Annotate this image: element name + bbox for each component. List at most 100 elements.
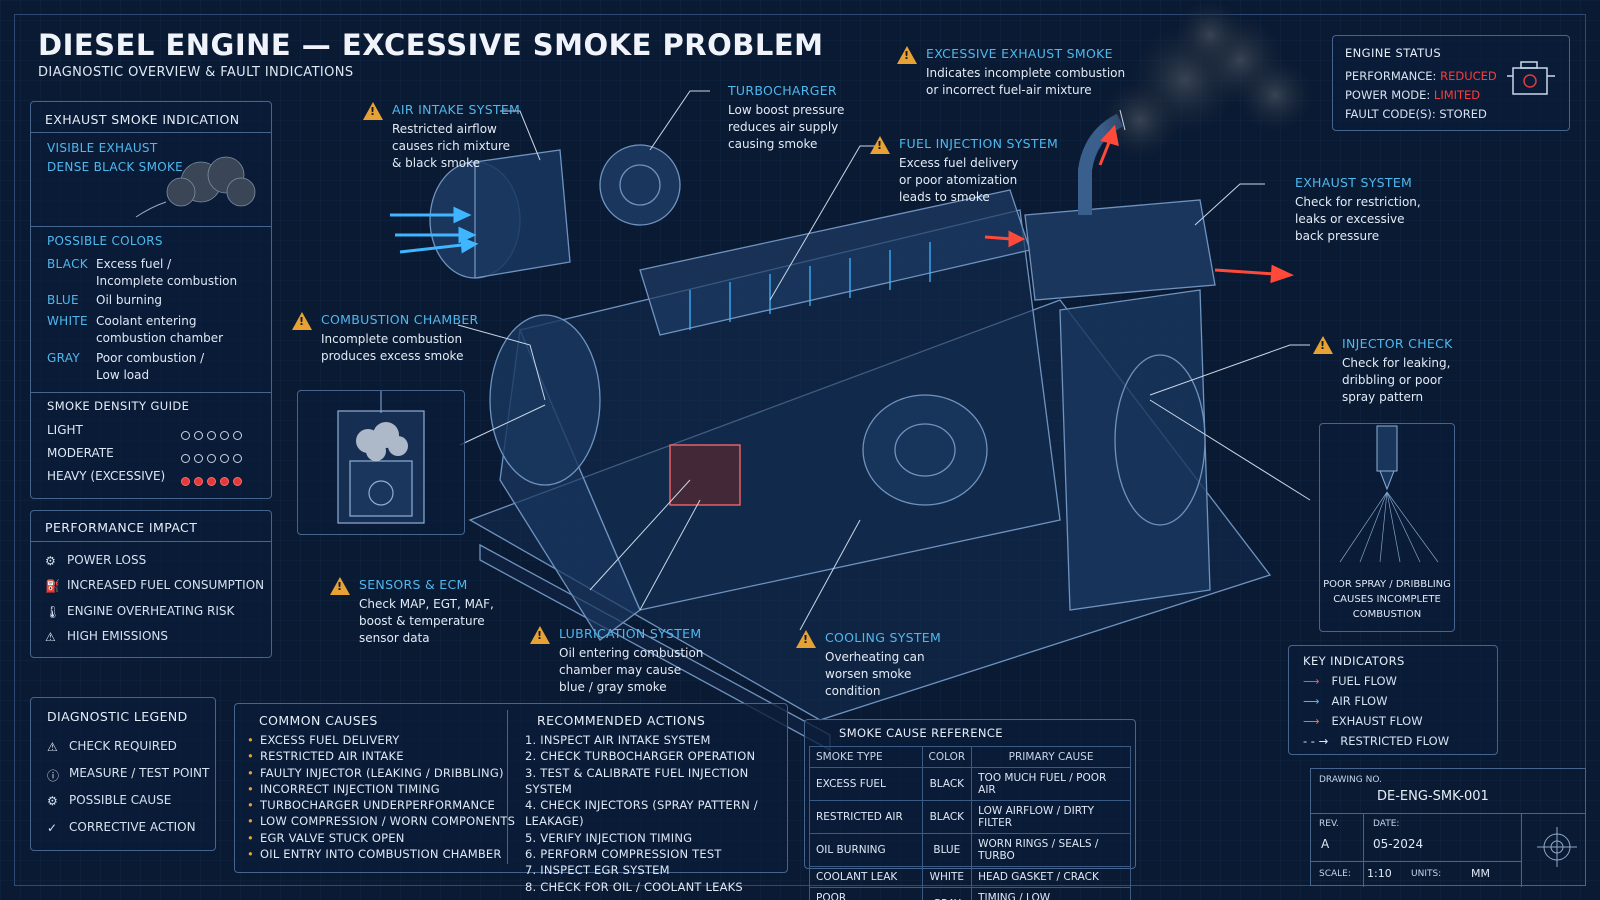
reference-title: SMOKE CAUSE REFERENCE xyxy=(839,726,1003,740)
callout-title: COMBUSTION CHAMBER xyxy=(321,312,479,327)
units-label: UNITS: xyxy=(1411,869,1442,879)
legend-label: CORRECTIVE ACTION xyxy=(69,820,196,834)
callout-line: Check for leaking, xyxy=(1342,356,1451,370)
warning-icon xyxy=(363,102,383,120)
radiator xyxy=(1059,289,1211,611)
callout-line: Restricted airflow xyxy=(392,122,497,136)
action-item: 6. PERFORM COMPRESSION TEST xyxy=(525,847,722,862)
callout-exhaust-smoke: EXCESSIVE EXHAUST SMOKE Indicates incomp… xyxy=(897,46,1125,99)
reference-table: SMOKE TYPE COLOR PRIMARY CAUSE EXCESS FU… xyxy=(809,746,1131,900)
callout-title: AIR INTAKE SYSTEM xyxy=(392,102,521,117)
table-cell: TIMING / LOW COMPRESSION xyxy=(971,887,1131,900)
color-desc-line: Low load xyxy=(96,368,150,382)
action-item: 3. TEST & CALIBRATE FUEL INJECTION SYSTE… xyxy=(525,765,749,796)
spray-caption: POOR SPRAY / DRIBBLING CAUSES INCOMPLETE… xyxy=(1320,577,1454,622)
action-item: 1. INSPECT AIR INTAKE SYSTEM xyxy=(525,733,711,747)
muffler xyxy=(1024,199,1216,301)
ecm-module xyxy=(669,444,741,506)
callout-lubrication: LUBRICATION SYSTEM Oil entering combusti… xyxy=(530,626,703,696)
engine-status-title: ENGINE STATUS xyxy=(1345,46,1442,60)
cause-item: •INCORRECT INJECTION TIMING xyxy=(247,781,440,796)
cause-text: INCORRECT INJECTION TIMING xyxy=(259,781,440,796)
status-value-limited: LIMITED xyxy=(1433,88,1481,102)
engine-status-panel: ENGINE STATUS PERFORMANCE: REDUCED POWER… xyxy=(1332,35,1570,131)
caption-line: COMBUSTION xyxy=(1352,609,1422,620)
table-cell: BLACK xyxy=(921,767,973,801)
cause-item: •RESTRICTED AIR INTAKE xyxy=(247,749,404,764)
callout-line: produces excess smoke xyxy=(321,349,464,363)
cause-item: •EXCESS FUEL DELIVERY xyxy=(247,733,400,747)
rev-label: REV. xyxy=(1319,819,1339,829)
recommended-actions-title: RECOMMENDED ACTIONS xyxy=(537,713,706,728)
column-header: COLOR xyxy=(921,746,973,768)
alternator xyxy=(862,394,988,506)
drawing-frame xyxy=(14,14,1586,886)
callout-title: LUBRICATION SYSTEM xyxy=(559,626,702,641)
warning-icon xyxy=(292,312,312,330)
radiator-fan xyxy=(1114,354,1206,526)
callout-line: & black smoke xyxy=(392,156,481,170)
indicator-label: EXHAUST FLOW xyxy=(1331,714,1423,728)
injector-spray-box: POOR SPRAY / DRIBBLING CAUSES INCOMPLETE… xyxy=(1319,423,1455,632)
engine-warning-icon xyxy=(1507,61,1555,95)
cause-text: FAULTY INJECTOR (LEAKING / DRIBBLING) xyxy=(259,765,504,780)
drawing-no-value: DE-ENG-SMK-001 xyxy=(1377,789,1489,804)
indicator-label: AIR FLOW xyxy=(1331,694,1388,708)
density-light-label: LIGHT xyxy=(47,423,83,437)
action-item: 8. CHECK FOR OIL / COOLANT LEAKS xyxy=(525,879,743,894)
table-cell: RESTRICTED AIR xyxy=(809,800,923,834)
common-causes-title: COMMON CAUSES xyxy=(259,713,378,728)
density-guide-heading: SMOKE DENSITY GUIDE xyxy=(47,399,190,413)
callout-line: Incomplete combustion xyxy=(321,332,463,346)
color-desc-line: combustion chamber xyxy=(96,331,224,345)
color-desc-white: Coolant entering combustion chamber xyxy=(96,313,223,347)
table-cell: HEAD GASKET / CRACK xyxy=(971,866,1131,888)
table-cell: COOLANT LEAK xyxy=(809,866,923,888)
density-moderate-label: MODERATE xyxy=(47,446,114,460)
color-name-gray: GRAY xyxy=(47,351,80,365)
caption-line: CAUSES INCOMPLETE xyxy=(1333,594,1441,605)
callout-line: Oil entering combustion xyxy=(559,646,704,660)
cause-text: EXCESS FUEL DELIVERY xyxy=(259,733,400,747)
callout-title: EXCESSIVE EXHAUST SMOKE xyxy=(926,46,1113,61)
column-header: SMOKE TYPE xyxy=(809,746,923,768)
table-cell: WORN RINGS / SEALS / TURBO xyxy=(971,833,1131,867)
exhaust-flow-arrow-icon: ⟶ xyxy=(1303,714,1320,728)
exhaust-flow-arrows xyxy=(984,124,1295,284)
panel-title: PERFORMANCE IMPACT xyxy=(45,520,198,535)
piston-illustration xyxy=(337,391,425,524)
performance-impact-panel: PERFORMANCE IMPACT ⚙POWER LOSS ⛽INCREASE… xyxy=(30,510,272,658)
indicator-air-flow: ⟶AIR FLOW xyxy=(1303,694,1387,708)
cause-item: •EGR VALVE STUCK OPEN xyxy=(247,830,405,845)
color-name-black: BLACK xyxy=(47,257,88,271)
date-label: DATE: xyxy=(1373,819,1400,829)
caption-line: POOR SPRAY / DRIBBLING xyxy=(1323,579,1451,590)
callout-line: causing smoke xyxy=(728,137,818,151)
indicator-label: FUEL FLOW xyxy=(1331,674,1397,688)
cause-item: •OIL ENTRY INTO COMBUSTION CHAMBER xyxy=(247,847,502,862)
air-flow-arrows xyxy=(390,206,479,254)
callout-line: Overheating can xyxy=(825,650,925,664)
page-subtitle: DIAGNOSTIC OVERVIEW & FAULT INDICATIONS xyxy=(38,65,354,80)
impact-label: ENGINE OVERHEATING RISK xyxy=(67,604,235,618)
action-item: 2. CHECK TURBOCHARGER OPERATION xyxy=(525,749,756,764)
color-desc-line: Poor combustion / xyxy=(96,351,205,365)
callout-line: back pressure xyxy=(1295,229,1380,243)
color-name-white: WHITE xyxy=(47,314,88,328)
color-desc-line: Coolant entering xyxy=(96,314,197,328)
title-block: DRAWING NO. DE-ENG-SMK-001 REV. A DATE: … xyxy=(1310,768,1586,887)
injector-spray-illustration xyxy=(1339,425,1439,563)
legend-corrective-action: ✓CORRECTIVE ACTION xyxy=(47,820,196,835)
exhaust-smoke-panel: EXHAUST SMOKE INDICATION VISIBLE EXHAUST… xyxy=(30,101,272,499)
callout-line: leads to smoke xyxy=(899,190,990,204)
restricted-flow-arrow-icon: - - → xyxy=(1303,734,1329,748)
impact-overheating: 🌡ENGINE OVERHEATING RISK xyxy=(45,604,234,619)
color-name-blue: BLUE xyxy=(47,293,79,307)
date-value: 05-2024 xyxy=(1373,837,1424,851)
impact-label: POWER LOSS xyxy=(67,553,147,567)
table-cell: EXCESS FUEL xyxy=(809,767,923,801)
cause-item: •LOW COMPRESSION / WORN COMPONENTS xyxy=(247,814,516,829)
